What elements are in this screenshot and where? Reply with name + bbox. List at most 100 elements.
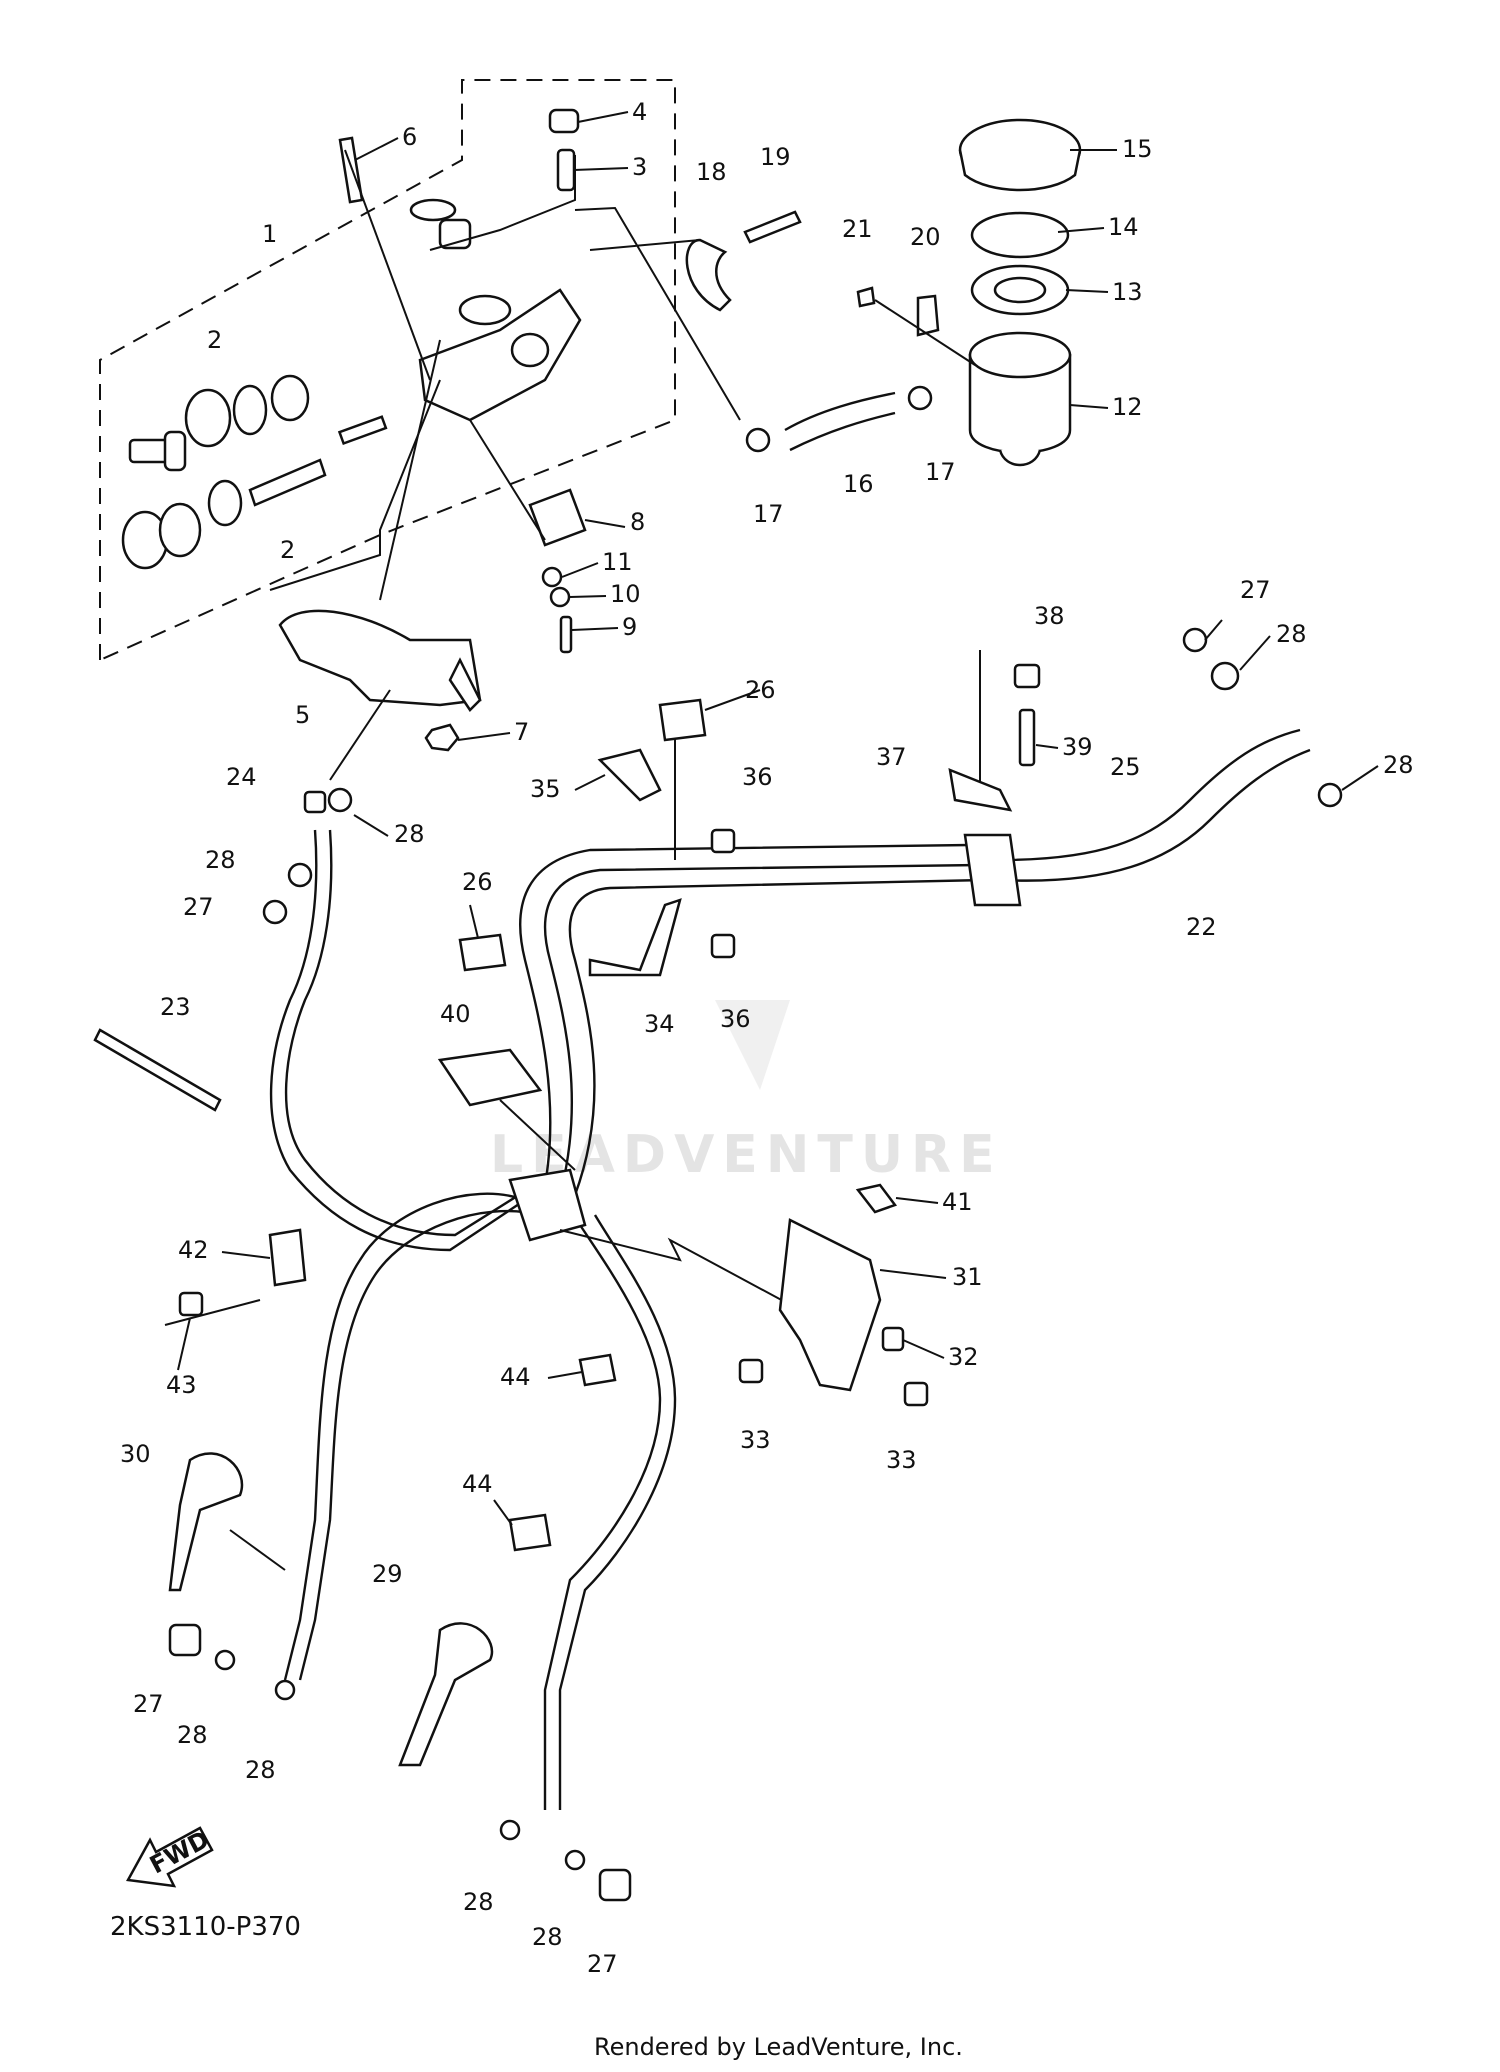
callout-44-lower: 44: [462, 1470, 493, 1498]
label-plate-40: [437, 1048, 543, 1107]
callout-28-a: 28: [1276, 620, 1307, 648]
hose-clip-right: [907, 385, 933, 411]
reservoir-bracket: [916, 294, 940, 337]
callout-6: 6: [402, 123, 417, 151]
callout-44-upper: 44: [500, 1363, 531, 1391]
callout-28-e: 28: [177, 1721, 208, 1749]
cable-tie-23: [93, 1028, 222, 1112]
bracket-37: [948, 768, 1013, 812]
callout-27-left: 27: [183, 893, 214, 921]
callout-25: 25: [1110, 753, 1141, 781]
callout-4: 4: [632, 98, 647, 126]
callout-10: 10: [610, 580, 641, 608]
callout-42: 42: [178, 1236, 209, 1264]
callout-8: 8: [630, 508, 645, 536]
callout-7: 7: [514, 718, 529, 746]
callout-29: 29: [372, 1560, 403, 1588]
callout-31: 31: [952, 1263, 983, 1291]
hose-clamp-26-upper: [658, 698, 707, 742]
hose-clamp-42: [268, 1228, 307, 1287]
bracket-35: [597, 748, 662, 802]
washer-10: [549, 586, 571, 608]
callout-20: 20: [910, 223, 941, 251]
lower-bracket: [778, 1218, 882, 1392]
callout-21: 21: [842, 215, 873, 243]
hose-guide-right: [398, 1622, 494, 1767]
clip-44-lower: [508, 1513, 552, 1552]
callout-19: 19: [760, 143, 791, 171]
callout-36-upper: 36: [742, 763, 773, 791]
callout-9: 9: [622, 613, 637, 641]
callout-14: 14: [1108, 213, 1139, 241]
callout-labels: 1 2 2 3 4 5 6 7 8 9 10 11 12 13 14 15 16…: [120, 98, 1414, 1978]
callout-40: 40: [440, 1000, 471, 1028]
callout-13: 13: [1112, 278, 1143, 306]
callout-15: 15: [1122, 135, 1153, 163]
hose-clip-left: [745, 427, 771, 453]
callout-27-top: 27: [1240, 576, 1271, 604]
callout-leaders: [177, 111, 1379, 1526]
callout-33-right: 33: [886, 1446, 917, 1474]
callout-39: 39: [1062, 733, 1093, 761]
callout-41: 41: [942, 1188, 973, 1216]
callout-28-f: 28: [245, 1756, 276, 1784]
callout-28-d: 28: [205, 846, 236, 874]
brake-switch: [528, 488, 587, 547]
pivot-bolt: [338, 136, 364, 204]
master-cylinder-assembly-outline: [99, 79, 676, 662]
callout-23: 23: [160, 993, 191, 1021]
reservoir-hose: [784, 391, 896, 432]
hose-guide-left: [168, 1452, 244, 1592]
bracket-34: [588, 898, 682, 977]
callout-17-left: 17: [753, 500, 784, 528]
callout-27-bottom: 27: [587, 1950, 618, 1978]
brake-hoses: [269, 728, 1311, 1810]
callout-22: 22: [1186, 913, 1217, 941]
watermark-text: LEADVENTURE: [490, 1125, 1003, 1185]
hose-clamp-26-lower: [458, 933, 507, 972]
callout-2-top: 2: [207, 326, 222, 354]
figure-code: 2KS3110-P370: [110, 1912, 301, 1942]
callout-11: 11: [602, 548, 633, 576]
callout-38: 38: [1034, 602, 1065, 630]
fwd-arrow-icon: FWD: [126, 1825, 214, 1888]
callout-26-upper: 26: [745, 676, 776, 704]
callout-28-c: 28: [394, 820, 425, 848]
hose-holder-41: [855, 1183, 898, 1214]
callout-16: 16: [843, 470, 874, 498]
screw-9: [559, 615, 573, 654]
bleed-cap: [548, 108, 580, 134]
fasteners: [168, 627, 1343, 1902]
callout-1: 1: [262, 220, 277, 248]
callout-28-h: 28: [532, 1923, 563, 1951]
callout-18: 18: [696, 158, 727, 186]
callout-33-left: 33: [740, 1426, 771, 1454]
callout-2-bottom: 2: [280, 536, 295, 564]
callout-26-lower: 26: [462, 868, 493, 896]
upper-joint: [963, 833, 1022, 907]
callout-5: 5: [295, 701, 310, 729]
leader-lines: [164, 149, 981, 1571]
clamp-bolt: [743, 210, 802, 244]
callout-34: 34: [644, 1010, 675, 1038]
diaphragm-plate: [970, 211, 1070, 259]
brake-lever: [278, 609, 482, 707]
master-cylinder-body: [409, 198, 582, 422]
callout-43: 43: [166, 1371, 197, 1399]
callout-24: 24: [226, 763, 257, 791]
callout-28-g: 28: [463, 1888, 494, 1916]
callout-17-right: 17: [925, 458, 956, 486]
clip-44-upper: [578, 1353, 617, 1387]
callout-32: 32: [948, 1343, 979, 1371]
reservoir-group: [745, 118, 1082, 467]
piston-kit: [121, 374, 388, 570]
callout-3: 3: [632, 153, 647, 181]
washer-11: [541, 566, 563, 588]
handlebar-clamp: [685, 238, 732, 312]
render-credit: Rendered by LeadVenture, Inc.: [594, 2033, 963, 2061]
callout-28-b: 28: [1383, 751, 1414, 779]
fwd-label: FWD: [145, 1825, 214, 1879]
lever-nut: [424, 723, 460, 752]
callout-36-lower: 36: [720, 1005, 751, 1033]
